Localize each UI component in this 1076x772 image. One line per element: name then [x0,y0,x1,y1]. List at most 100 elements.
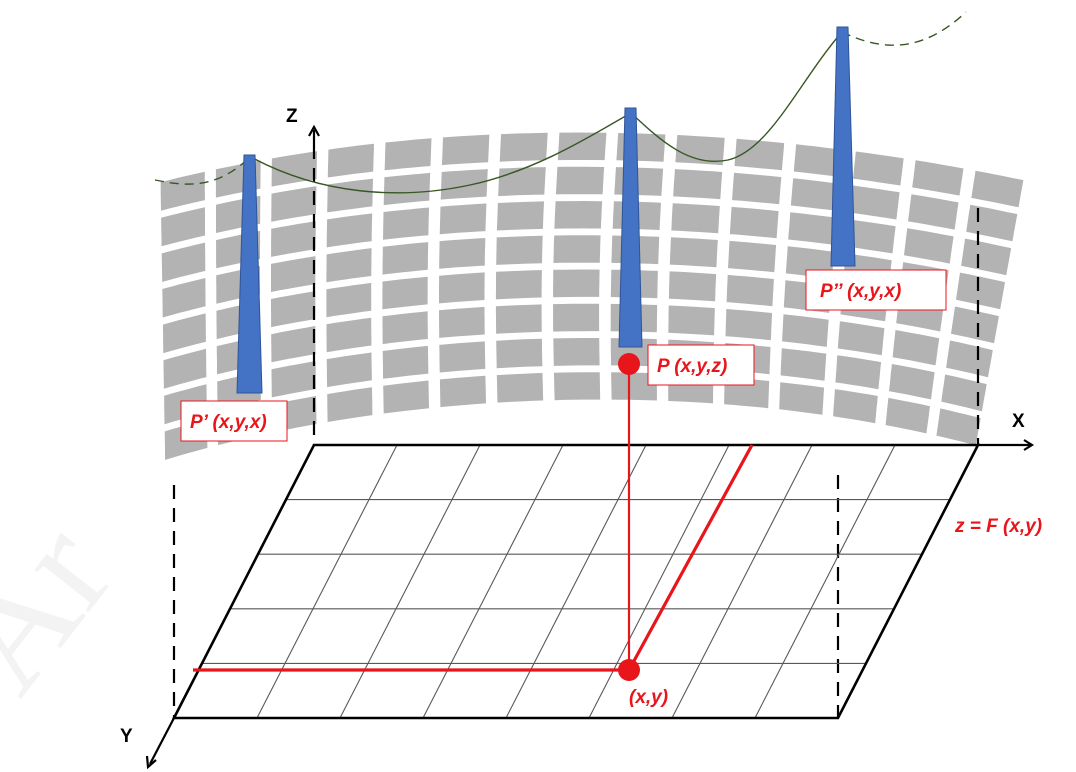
point-p-marker [618,353,640,375]
surface-tile [441,134,490,166]
surface-tile [271,186,317,222]
wire-left-to-middle [248,112,632,194]
surface-tile [669,237,718,268]
wire-middle-to-right [630,31,843,163]
surface-tile [780,348,827,381]
surface-tile [495,270,542,300]
surface-tile [725,309,773,341]
point-p-prime-label-box [180,400,288,442]
surface-tile [499,132,548,162]
surface-tile [668,271,717,302]
surface-tile [496,201,544,231]
plane-grid-line [754,444,896,719]
surface-tile [271,291,316,328]
surface-tile [495,304,542,334]
y-axis-label: Y [120,726,133,747]
surface-tile [908,194,959,230]
surface-tile [383,380,430,414]
surface-tile [383,172,431,206]
surface-tile [163,348,207,389]
surface-tile [326,352,372,388]
surface-tile [162,278,206,318]
plane-grid-line [422,444,564,719]
surface-tile [326,248,372,283]
surface-tile [835,355,882,390]
surface-tile [555,166,605,195]
surface-tile [849,185,900,220]
surface-tile [793,144,844,178]
point-xy-label: (x,y) [629,687,668,708]
surface-tile [729,206,779,239]
surface-tile [161,207,206,247]
surface-tile [557,132,607,161]
surface-tile [951,306,999,344]
surface-tile [941,374,987,412]
surface-tile [728,240,777,273]
surface-tile [326,213,373,248]
surface-tile [734,138,785,171]
surface-tile [936,408,981,446]
surface-tile [439,341,486,373]
surface-tile [271,361,316,398]
surface-tile [496,338,543,369]
surface-tile [732,172,782,205]
equation-label: z = F (x,y) [954,516,1042,537]
plane-grid-line [339,444,481,719]
y-axis-arrow [145,755,157,770]
surface-tile [160,171,205,211]
surface-tile [162,313,206,354]
surface-tile [853,151,904,186]
surface-tile [892,330,940,366]
surface-tile [326,282,372,318]
plane-grid-line [505,444,647,719]
surface-tile [971,170,1024,208]
surface-tile [912,160,964,196]
wire-dashed-right [841,11,967,46]
surface-tile [326,317,372,353]
surface-tile [384,138,432,171]
projection-lines-red [193,365,754,672]
surface-tile [671,203,720,234]
x-axis-label: X [1012,411,1025,432]
z-axis-arrow [308,124,320,137]
surface-tile [553,269,600,298]
surface-tile [271,151,318,187]
surface-tile [382,242,429,275]
x-axis-arrow [1023,439,1035,451]
surface-tile [956,272,1005,310]
surface-tile [837,321,885,356]
surface-tile [498,167,546,197]
plane-grid-line [671,444,813,719]
wire-dashed-left [154,157,250,185]
surface-tile [885,397,930,434]
z-axis-label: Z [286,106,298,127]
surface-tile [496,373,544,403]
surface-tile [833,389,878,424]
surface-tile [439,238,486,269]
surface-tile [553,235,601,263]
surface-tile [439,203,487,235]
surface-tile [961,238,1012,276]
point-p-label: P (x,y,z) [657,356,727,377]
surface-tile [440,169,488,200]
surface-tile [779,382,825,415]
surface-tile [271,326,316,363]
surface-tile [327,387,373,422]
point-xy-marker [618,659,640,681]
tower-middle [618,107,643,348]
surface-tile [614,167,664,196]
surface-tile [782,314,829,347]
point-p-double-prime-label-box [805,269,947,311]
surface-tile [946,340,993,378]
tower-right [830,26,856,267]
surface-tile [668,305,715,336]
surface-tile [966,204,1018,242]
plane-grid-line [256,444,398,719]
surface-tile [553,372,601,401]
surface-tile [439,306,485,338]
surface-tile [382,345,429,379]
surface-tile [726,274,774,307]
point-p-label-box [647,344,755,386]
surface-tile [383,207,430,240]
